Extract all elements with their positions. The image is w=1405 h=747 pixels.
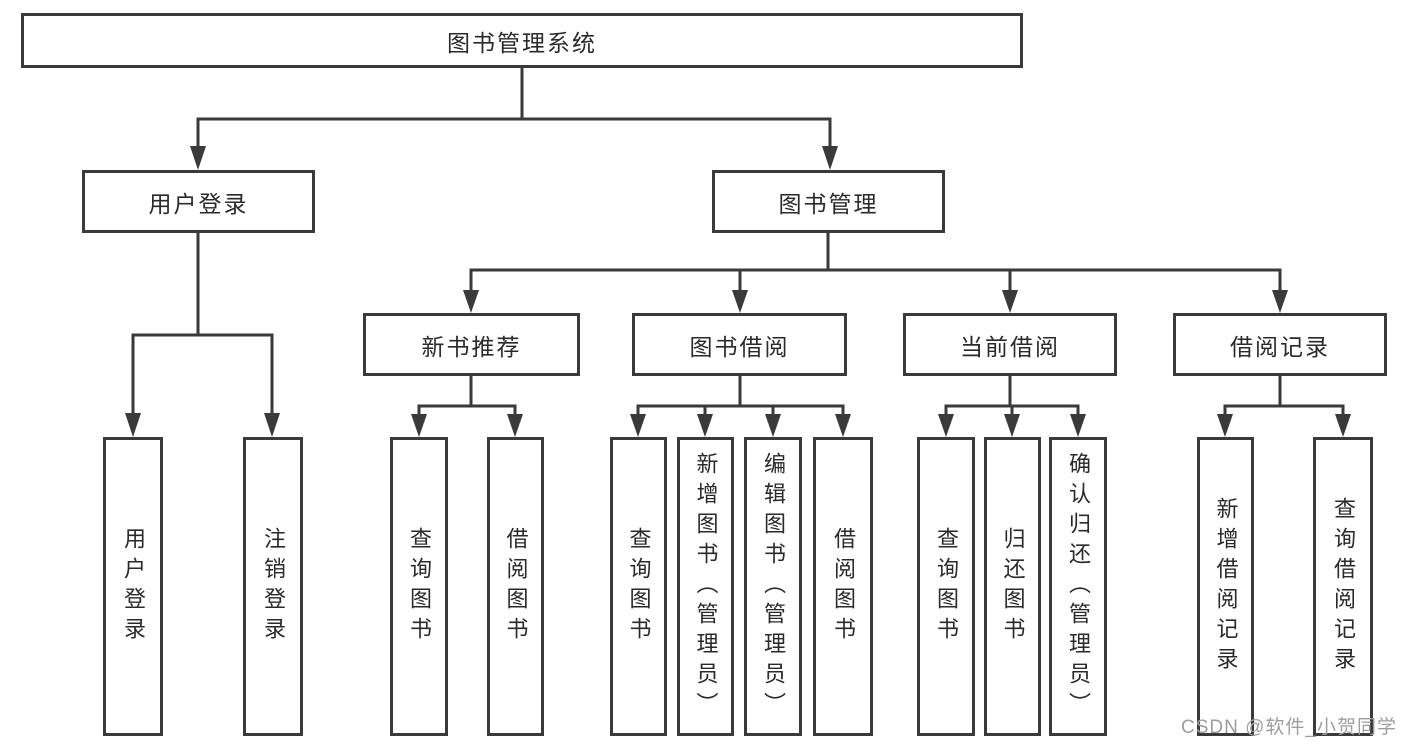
node-book-borrowing: 图书借阅 [632, 313, 847, 376]
csdn-watermark: CSDN @软件_小贺同学 [1181, 717, 1397, 738]
leaf-borrow-books: 借阅图书 [813, 437, 873, 736]
leaf-add-borrow-record: 新增借阅记录 [1197, 437, 1254, 736]
connector-book-borrowing-children [630, 374, 851, 437]
arrowhead-down-icon [765, 414, 781, 437]
arrowhead-down-icon [1004, 414, 1020, 437]
leaf-label: 查询图书 [407, 526, 432, 647]
arrowhead-down-icon [264, 413, 280, 437]
leaf-label: 注销登录 [261, 526, 286, 647]
node-root-book-management-system: 图书管理系统 [21, 13, 1023, 68]
arrowhead-down-icon [190, 146, 206, 170]
leaf-edit-books-admin: 编辑图书（管理员） [744, 437, 802, 736]
leaf-label: 用户登录 [121, 526, 146, 647]
connector-user-login-children [125, 231, 280, 437]
connector-new-book-recommend-children [411, 374, 523, 437]
arrowhead-down-icon [411, 414, 427, 437]
connector-current-borrowing-children [938, 374, 1086, 437]
arrowhead-down-icon [507, 414, 523, 437]
leaf-confirm-return-admin: 确认归还（管理员） [1049, 437, 1107, 736]
node-new-book-recommend: 新书推荐 [363, 313, 580, 376]
leaf-label: 查询借阅记录 [1331, 496, 1356, 677]
arrowhead-down-icon [938, 414, 954, 437]
node-label: 图书借阅 [689, 333, 790, 360]
node-label: 图书管理系统 [447, 29, 597, 56]
leaf-user-login: 用户登录 [103, 437, 163, 736]
arrowhead-down-icon [1217, 414, 1233, 437]
arrowhead-down-icon [835, 414, 851, 437]
leaf-query-books-borrowing: 查询图书 [610, 437, 667, 736]
arrowhead-down-icon [1070, 414, 1086, 437]
leaf-query-books-recommend: 查询图书 [390, 437, 448, 736]
node-user-login: 用户登录 [82, 170, 315, 233]
leaf-label: 归还图书 [1000, 526, 1026, 647]
leaf-query-borrow-record: 查询借阅记录 [1313, 437, 1373, 736]
arrowhead-down-icon [1002, 290, 1018, 313]
leaf-label: 新增图书（管理员） [693, 451, 719, 722]
leaf-label: 借阅图书 [503, 526, 529, 647]
node-borrowing-records: 借阅记录 [1173, 313, 1387, 376]
arrowhead-down-icon [1272, 290, 1288, 313]
leaf-label: 确认归还（管理员） [1066, 451, 1091, 722]
leaf-return-books: 归还图书 [984, 437, 1041, 736]
node-label: 图书管理 [778, 190, 879, 217]
node-book-management: 图书管理 [712, 170, 945, 233]
leaf-add-books-admin: 新增图书（管理员） [677, 437, 734, 736]
leaf-label: 新增借阅记录 [1213, 496, 1239, 677]
leaf-label: 查询图书 [934, 526, 959, 647]
node-label: 新书推荐 [421, 333, 522, 360]
node-current-borrowing: 当前借阅 [903, 313, 1117, 376]
connector-borrowing-records-children [1217, 374, 1351, 437]
leaf-borrow-books-recommend: 借阅图书 [487, 437, 544, 736]
leaf-label: 查询图书 [626, 526, 652, 647]
arrowhead-down-icon [630, 414, 646, 437]
arrowhead-down-icon [697, 414, 713, 437]
connector-book-mgmt-to-level3 [463, 231, 1288, 313]
leaf-label: 编辑图书（管理员） [761, 451, 786, 722]
leaf-query-books-current: 查询图书 [917, 437, 975, 736]
arrowhead-down-icon [732, 290, 748, 313]
node-label: 用户登录 [148, 190, 249, 217]
arrowhead-down-icon [822, 146, 838, 170]
node-label: 借阅记录 [1230, 333, 1330, 360]
leaf-logout: 注销登录 [243, 437, 303, 736]
arrowhead-down-icon [125, 413, 141, 437]
arrowhead-down-icon [463, 290, 479, 313]
connector-root-to-level2 [190, 66, 838, 170]
leaf-label: 借阅图书 [831, 526, 856, 647]
arrowhead-down-icon [1335, 414, 1351, 437]
node-label: 当前借阅 [960, 333, 1060, 360]
